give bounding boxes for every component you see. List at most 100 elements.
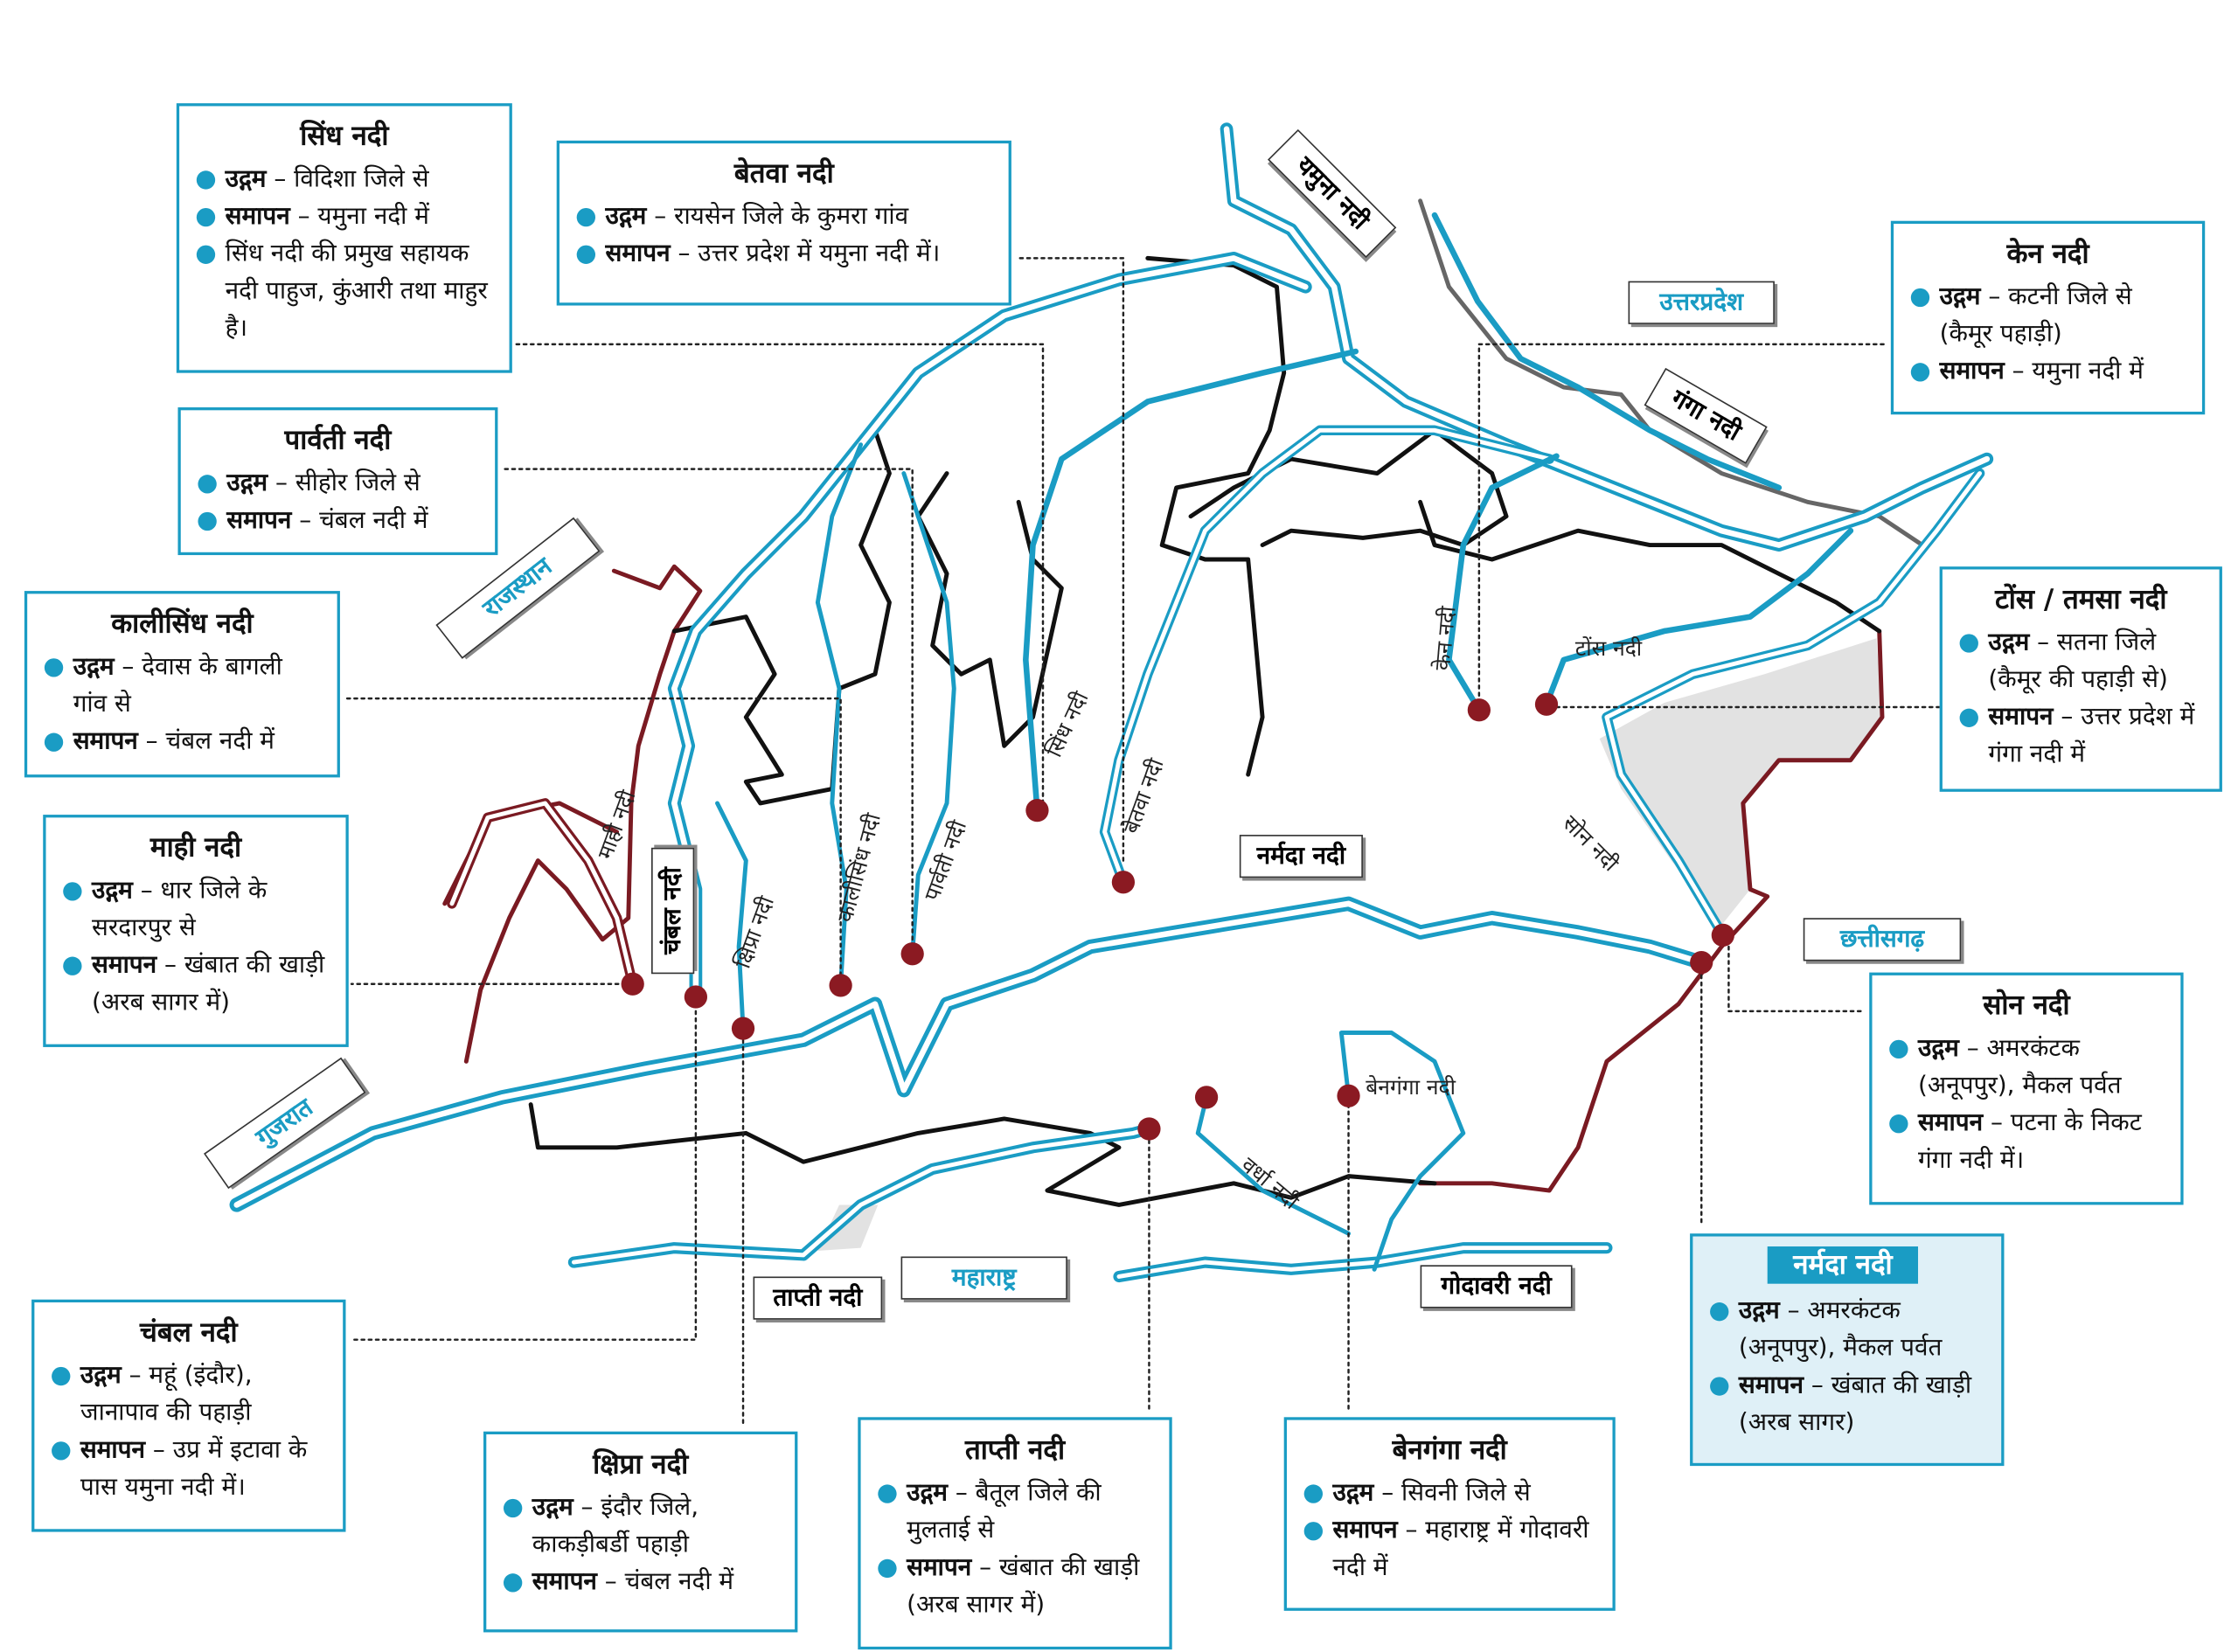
district-boundary bbox=[1418, 499, 1882, 634]
river-betwa bbox=[1099, 425, 1555, 887]
info-box-narmada: नर्मदा नदी उद्गम – अमरकंटक (अनूपपुर), मै… bbox=[1690, 1233, 2005, 1467]
origin-text: बैतूल जिले की मुलताई से bbox=[907, 1478, 1102, 1545]
source-dot-parvati bbox=[900, 942, 924, 966]
district-boundary bbox=[671, 427, 892, 806]
river-betwa-inner bbox=[1102, 427, 1552, 885]
source-dot-son bbox=[1711, 923, 1734, 947]
end-text: यमुना नदी में bbox=[2032, 357, 2144, 386]
source-dot-kalisindh bbox=[829, 974, 852, 997]
source-dot-betwa bbox=[1111, 871, 1136, 894]
box-title: क्षिप्रा नदी bbox=[593, 1448, 689, 1481]
source-dot-ken bbox=[1467, 698, 1491, 722]
state-label-uttarpradesh: उत्तरप्रदेश bbox=[1628, 281, 1775, 324]
source-dot-chambal bbox=[684, 985, 708, 1009]
river-parvati bbox=[901, 471, 956, 956]
river-wardha bbox=[1195, 1094, 1352, 1236]
box-title: नर्मदा नदी bbox=[1767, 1246, 1919, 1284]
origin-text: अमरकंटक (अनूपपुर), मैकल पर्वत bbox=[1738, 1296, 1943, 1363]
source-dot-tapti bbox=[1137, 1117, 1161, 1141]
info-box-ken: केन नदी उद्गम – कटनी जिले से (कैमूर पहाड… bbox=[1890, 220, 2206, 415]
end-text: उत्तर प्रदेश में गंगा नदी में bbox=[1988, 703, 2195, 769]
box-title: सिंध नदी bbox=[300, 120, 389, 152]
river-kalisindh bbox=[815, 442, 864, 988]
box-title: चंबल नदी bbox=[140, 1316, 238, 1349]
end-text: यमुना नदी में bbox=[317, 202, 429, 232]
origin-text: विदिशा जिले से bbox=[294, 164, 429, 194]
origin-text: सिवनी जिले से bbox=[1401, 1478, 1531, 1508]
river-label-ken: केन नदी bbox=[1429, 605, 1462, 672]
up-border bbox=[1418, 198, 1925, 548]
box-title: माही नदी bbox=[149, 831, 242, 864]
info-box-tons: टोंस / तमसा नदी उद्गम – सतना जिले (कैमूर… bbox=[1939, 566, 2222, 792]
info-box-chambal: चंबल नदी उद्गम – महूं (इंदौर), जानापाव क… bbox=[31, 1299, 346, 1532]
shaded-region-south bbox=[817, 1204, 879, 1251]
source-dot-mahi bbox=[621, 972, 644, 996]
box-title: केन नदी bbox=[2006, 238, 2089, 270]
leader-lines bbox=[343, 257, 1941, 1429]
end-text: खंबात की खाड़ी (अरब सागर में) bbox=[907, 1553, 1140, 1620]
info-box-kshipra: क्षिप्रा नदी उद्गम – इंदौर जिले, काकड़ीब… bbox=[483, 1431, 798, 1633]
origin-text: रायसेन जिले के कुमरा गांव bbox=[674, 202, 909, 232]
info-box-tapti: ताप्ती नदी उद्गम – बैतूल जिले की मुलताई … bbox=[858, 1417, 1172, 1650]
district-boundary bbox=[1188, 427, 1509, 548]
box-title: कालीसिंध नदी bbox=[111, 607, 254, 640]
source-dot-wainganga bbox=[1337, 1084, 1360, 1107]
end-text: उत्तर प्रदेश में यमुना नदी में। bbox=[698, 239, 941, 268]
end-text: चंबल नदी में bbox=[165, 726, 275, 756]
district-boundary bbox=[1145, 255, 1287, 777]
box-title: बेनगंगा नदी bbox=[1392, 1434, 1507, 1467]
box-title: बेतवा नदी bbox=[733, 157, 834, 190]
end-text: चंबल नदी में bbox=[624, 1567, 734, 1597]
state-label-chhattisgarh: छत्तीसगढ़ bbox=[1803, 918, 1962, 961]
state-label-maharashtra: महाराष्ट्र bbox=[900, 1256, 1067, 1300]
info-box-betwa: बेतवा नदी उद्गम – रायसेन जिले के कुमरा ग… bbox=[556, 140, 1011, 306]
origin-text: अमरकंटक (अनूपपुर), मैकल पर्वत bbox=[1918, 1034, 2122, 1100]
shaded-region-east bbox=[1599, 638, 1882, 926]
source-dot-kshipra bbox=[731, 1017, 755, 1040]
river-mahi-inner bbox=[449, 801, 636, 987]
box-title: सोन नदी bbox=[1983, 989, 2070, 1022]
river-ken bbox=[1446, 453, 1560, 713]
note-text: सिंध नदी की प्रमुख सहायक नदी पाहुज, कुंआ… bbox=[196, 235, 492, 347]
river-ganga bbox=[1431, 212, 1783, 491]
source-dots bbox=[621, 692, 1734, 1141]
origin-text: देवास के बागली गांव से bbox=[73, 652, 282, 719]
rivers bbox=[229, 122, 1994, 1283]
river-label-tons: टोंस नदी bbox=[1574, 635, 1643, 662]
origin-text: कटनी जिले से (कैमूर पहाड़ी) bbox=[1939, 282, 2132, 349]
source-dot-wardha bbox=[1194, 1086, 1219, 1109]
box-title: पार्वती नदी bbox=[284, 424, 392, 456]
info-box-sindh: सिंध नदी उद्गम – विदिशा जिले से समापन – … bbox=[176, 103, 512, 373]
end-text: पटना के निकट गंगा नदी में। bbox=[1918, 1108, 2142, 1175]
source-dot-sindh bbox=[1025, 799, 1049, 823]
box-title: टोंस / तमसा नदी bbox=[1995, 583, 2167, 615]
river-narmada-inner bbox=[233, 900, 1705, 1208]
river-wainganga bbox=[1338, 1031, 1466, 1272]
river-godavari-inner bbox=[1116, 1246, 1609, 1279]
end-text: खंबात की खाड़ी (अरब सागर में) bbox=[92, 950, 325, 1017]
river-tons bbox=[1543, 527, 1854, 708]
river-label-wainganga: बेनगंगा नदी bbox=[1366, 1074, 1456, 1100]
district-boundary bbox=[915, 471, 1064, 748]
end-text: खंबात की खाड़ी (अरब सागर) bbox=[1738, 1371, 1972, 1438]
river-tag-godavari: गोदावरी नदी bbox=[1420, 1265, 1573, 1308]
end-text: उप्र में इटावा के पास यमुना नदी में। bbox=[80, 1435, 308, 1503]
river-chambal-inner bbox=[671, 255, 1309, 1000]
river-kshipra bbox=[715, 801, 748, 1031]
river-tag-chambal: चंबल नदी bbox=[651, 847, 695, 975]
origin-text: सतना जिले (कैमूर की पहाड़ी से) bbox=[1988, 628, 2168, 695]
info-box-son: सोन नदी उद्गम – अमरकंटक (अनूपपुर), मैकल … bbox=[1869, 972, 2184, 1205]
origin-text: इंदौर जिले, काकड़ीबर्डी पहाड़ी bbox=[532, 1493, 699, 1559]
river-chambal bbox=[667, 251, 1312, 1003]
info-box-parvati: पार्वती नदी उद्गम – सीहोर जिले से समापन … bbox=[177, 407, 498, 556]
source-dot-narmada bbox=[1690, 950, 1713, 975]
river-tag-tapti: ताप्ती नदी bbox=[753, 1276, 883, 1320]
origin-text: सीहोर जिले से bbox=[295, 469, 420, 498]
info-box-mahi: माही नदी उद्गम – धार जिले के सरदारपुर से… bbox=[43, 815, 349, 1047]
river-sindh bbox=[1023, 348, 1359, 814]
origin-text: महूं (इंदौर), जानापाव की पहाड़ी bbox=[80, 1361, 253, 1427]
info-box-kalisindh: कालीसिंध नदी उद्गम – देवास के बागली गांव… bbox=[24, 591, 340, 778]
border-east bbox=[1418, 628, 1885, 1193]
